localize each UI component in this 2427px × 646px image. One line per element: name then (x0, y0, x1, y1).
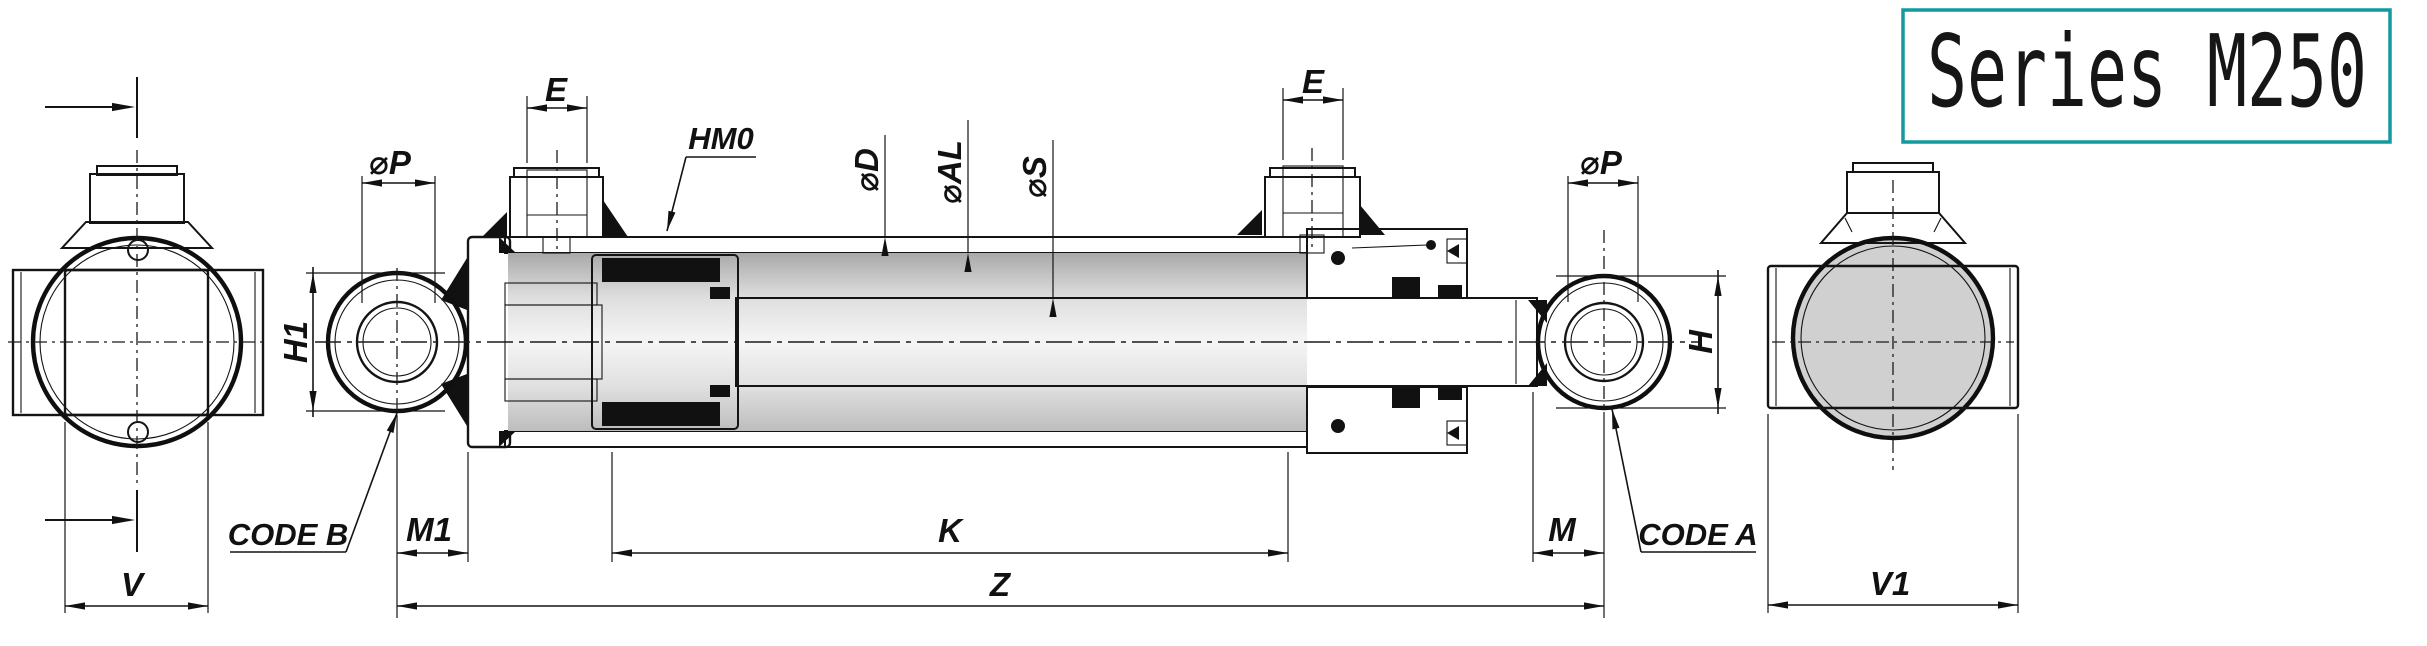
view-direction-arrow-top (45, 77, 138, 138)
dim-label-s: ⌀S (1016, 156, 1053, 198)
callout-hm0: HM0 (663, 121, 756, 232)
label-code-a: CODE A (1638, 517, 1757, 552)
dim-p-right: ⌀P (1567, 144, 1639, 302)
port-right (1237, 148, 1385, 250)
barrel-wall-top (504, 236, 1308, 254)
callout-code-a: CODE A (1608, 408, 1758, 553)
dim-label-v: V (121, 566, 146, 603)
dim-k: K (611, 452, 1289, 562)
dim-m: M (1532, 392, 1604, 562)
label-code-b: CODE B (228, 517, 349, 552)
port-boss-rear (1818, 162, 1968, 244)
dim-p-left: ⌀P (361, 144, 436, 303)
grease-hole-top (127, 239, 149, 261)
dim-diameter-d: ⌀D (848, 135, 889, 256)
dim-h: H (1556, 270, 1726, 414)
gland-head (1299, 228, 1468, 454)
right-end-view: V1 (1766, 162, 2020, 613)
dim-label-d: ⌀D (848, 148, 885, 192)
dim-diameter-al: ⌀AL (931, 120, 972, 272)
dim-h1: H1 (277, 267, 445, 417)
dim-label-k: K (938, 512, 964, 549)
series-title-box: Series M250 (1901, 8, 2392, 144)
series-title: Series M250 (1927, 13, 2367, 130)
dim-label-h1: H1 (277, 321, 314, 363)
dim-diameter-s: ⌀S (1016, 140, 1057, 317)
barrel-wall-bottom (504, 430, 1308, 448)
dim-z: Z (397, 566, 1604, 610)
view-direction-arrow-bottom (45, 490, 138, 552)
dim-label-h: H (1682, 329, 1719, 354)
grease-hole-bottom (127, 421, 149, 443)
dim-v: V (64, 422, 209, 613)
label-hm0: HM0 (688, 121, 753, 156)
dim-label-p-right: ⌀P (1580, 144, 1623, 181)
dim-e-right: E (1282, 63, 1344, 160)
callout-code-b: CODE B (228, 411, 401, 553)
port-left (482, 150, 628, 254)
dim-e-left: E (526, 71, 588, 163)
dim-v1: V1 (1767, 414, 2019, 613)
dim-label-e-left: E (545, 71, 568, 108)
dimensions: E E HM0 ⌀D ⌀AL ⌀S (228, 63, 1758, 618)
main-section-view (315, 148, 1700, 454)
left-end-view: V (8, 77, 268, 613)
dim-label-p-left: ⌀P (369, 144, 412, 181)
dim-m1: M1 (397, 452, 469, 562)
dim-label-e-right: E (1302, 63, 1325, 100)
dim-label-m: M (1548, 511, 1577, 548)
dim-label-al: ⌀AL (931, 140, 968, 204)
dim-label-z: Z (989, 566, 1012, 603)
dim-label-m1: M1 (406, 511, 452, 548)
dim-label-v1: V1 (1870, 565, 1910, 602)
series-box-border (1901, 8, 2392, 144)
